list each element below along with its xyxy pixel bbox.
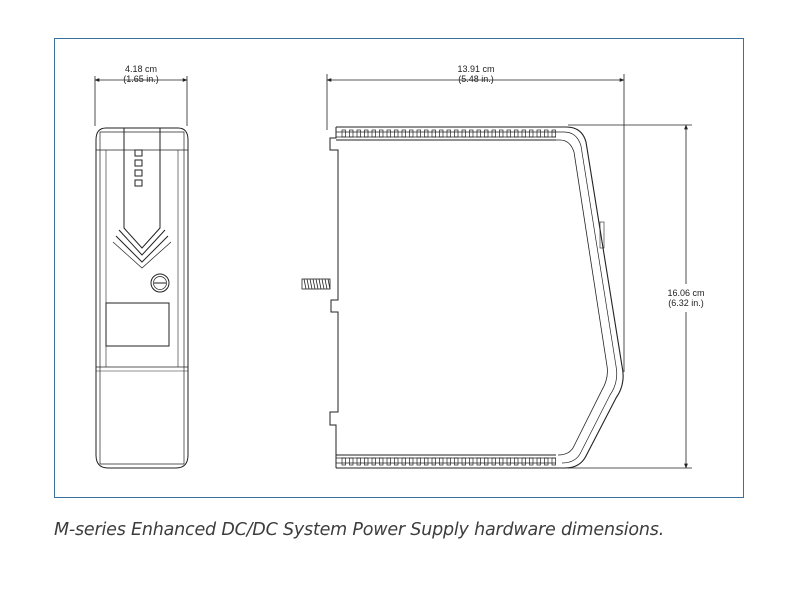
cooling-fin-slot	[401, 129, 406, 138]
cooling-fin-slot	[446, 129, 451, 138]
cooling-fin-slot	[499, 457, 504, 466]
cooling-fins	[341, 129, 556, 466]
height-metric: 16.06 cm	[667, 288, 705, 298]
cooling-fin-slot	[349, 457, 354, 466]
depth-imperial: (5.48 in.)	[458, 74, 494, 84]
depth-dimension	[326, 74, 625, 372]
indicator-led	[134, 159, 143, 167]
front-view	[95, 127, 189, 469]
cooling-fin-slot	[529, 457, 534, 466]
cooling-fin-slot	[491, 457, 496, 466]
cooling-fin-slot	[514, 457, 519, 466]
cooling-fin-slot	[484, 129, 489, 138]
cooling-fin-slot	[341, 129, 346, 138]
depth-dimension-label: 13.91 cm (5.48 in.)	[436, 64, 516, 84]
cooling-fin-slot	[469, 129, 474, 138]
cooling-fin-slot	[544, 457, 549, 466]
width-dimension-label: 4.18 cm (1.65 in.)	[103, 64, 179, 84]
stud-thread	[309, 278, 313, 290]
side-view	[301, 126, 624, 469]
cooling-fin-slot	[536, 129, 541, 138]
cooling-fin-slot	[431, 457, 436, 466]
cooling-fin-slot	[424, 457, 429, 466]
cooling-fin-slot	[484, 457, 489, 466]
cooling-fin-slot	[446, 457, 451, 466]
cooling-fin-slot	[476, 129, 481, 138]
cooling-fin-slot	[364, 129, 369, 138]
cooling-fin-slot	[439, 129, 444, 138]
cooling-fin-slot	[379, 129, 384, 138]
stud-thread	[315, 278, 319, 290]
cooling-fin-slot	[551, 457, 556, 466]
cooling-fin-slot	[521, 129, 526, 138]
stud-thread	[324, 278, 328, 290]
cooling-fin-slot	[394, 129, 399, 138]
cooling-fin-slot	[349, 129, 354, 138]
cooling-fin-slot	[476, 457, 481, 466]
cooling-fin-slot	[416, 129, 421, 138]
cooling-fin-slot	[536, 457, 541, 466]
cooling-fin-slot	[506, 457, 511, 466]
stud-thread	[306, 278, 310, 290]
width-dimension	[94, 76, 188, 126]
cooling-fin-slot	[454, 129, 459, 138]
stud-thread	[321, 278, 325, 290]
cooling-fin-slot	[371, 457, 376, 466]
cooling-fin-slot	[386, 129, 391, 138]
height-dimension-label: 16.06 cm (6.32 in.)	[650, 288, 722, 308]
side-view-outline	[329, 127, 339, 468]
depth-metric: 13.91 cm	[457, 64, 495, 74]
cooling-fin-slot	[386, 457, 391, 466]
cooling-fin-slot	[506, 129, 511, 138]
cooling-fin-slot	[461, 129, 466, 138]
figure-caption: M-series Enhanced DC/DC System Power Sup…	[54, 520, 665, 540]
cooling-fin-slot	[461, 457, 466, 466]
height-imperial: (6.32 in.)	[668, 298, 704, 308]
cooling-fin-slot	[409, 457, 414, 466]
indicator-led	[134, 149, 143, 157]
cooling-fin-slot	[551, 129, 556, 138]
cooling-fin-slot	[379, 457, 384, 466]
cooling-fin-slot	[401, 457, 406, 466]
cooling-fin-slot	[491, 129, 496, 138]
figure-frame	[54, 38, 744, 498]
cooling-fin-slot	[514, 129, 519, 138]
cooling-fin-slot	[409, 129, 414, 138]
cooling-fin-slot	[521, 457, 526, 466]
cooling-fin-slot	[454, 457, 459, 466]
indicator-led	[134, 169, 143, 177]
stud-thread	[327, 278, 331, 290]
cooling-fin-slot	[356, 457, 361, 466]
cooling-fin-slot	[424, 129, 429, 138]
threaded-stud-icon	[301, 278, 331, 290]
cooling-fin-slot	[499, 129, 504, 138]
cooling-fin-slot	[341, 457, 346, 466]
stud-thread	[312, 278, 316, 290]
indicator-leds	[134, 149, 143, 187]
indicator-led	[134, 179, 143, 187]
cooling-fin-slot	[356, 129, 361, 138]
cooling-fin-slot	[394, 457, 399, 466]
front-screw-icon	[150, 273, 170, 293]
stud-thread	[318, 278, 322, 290]
cooling-fin-slot	[544, 129, 549, 138]
width-metric: 4.18 cm	[124, 64, 157, 74]
front-panel	[123, 127, 161, 249]
stud-thread	[303, 278, 307, 290]
label-window	[105, 302, 170, 347]
height-dimension	[568, 124, 692, 469]
cooling-fin-slot	[529, 129, 534, 138]
cooling-fin-slot	[416, 457, 421, 466]
cooling-fin-slot	[469, 457, 474, 466]
cooling-fin-slot	[439, 457, 444, 466]
front-view-outline	[95, 127, 189, 469]
cooling-fin-slot	[371, 129, 376, 138]
cooling-fin-slot	[431, 129, 436, 138]
cooling-fin-slot	[364, 457, 369, 466]
width-imperial: (1.65 in.)	[123, 74, 159, 84]
